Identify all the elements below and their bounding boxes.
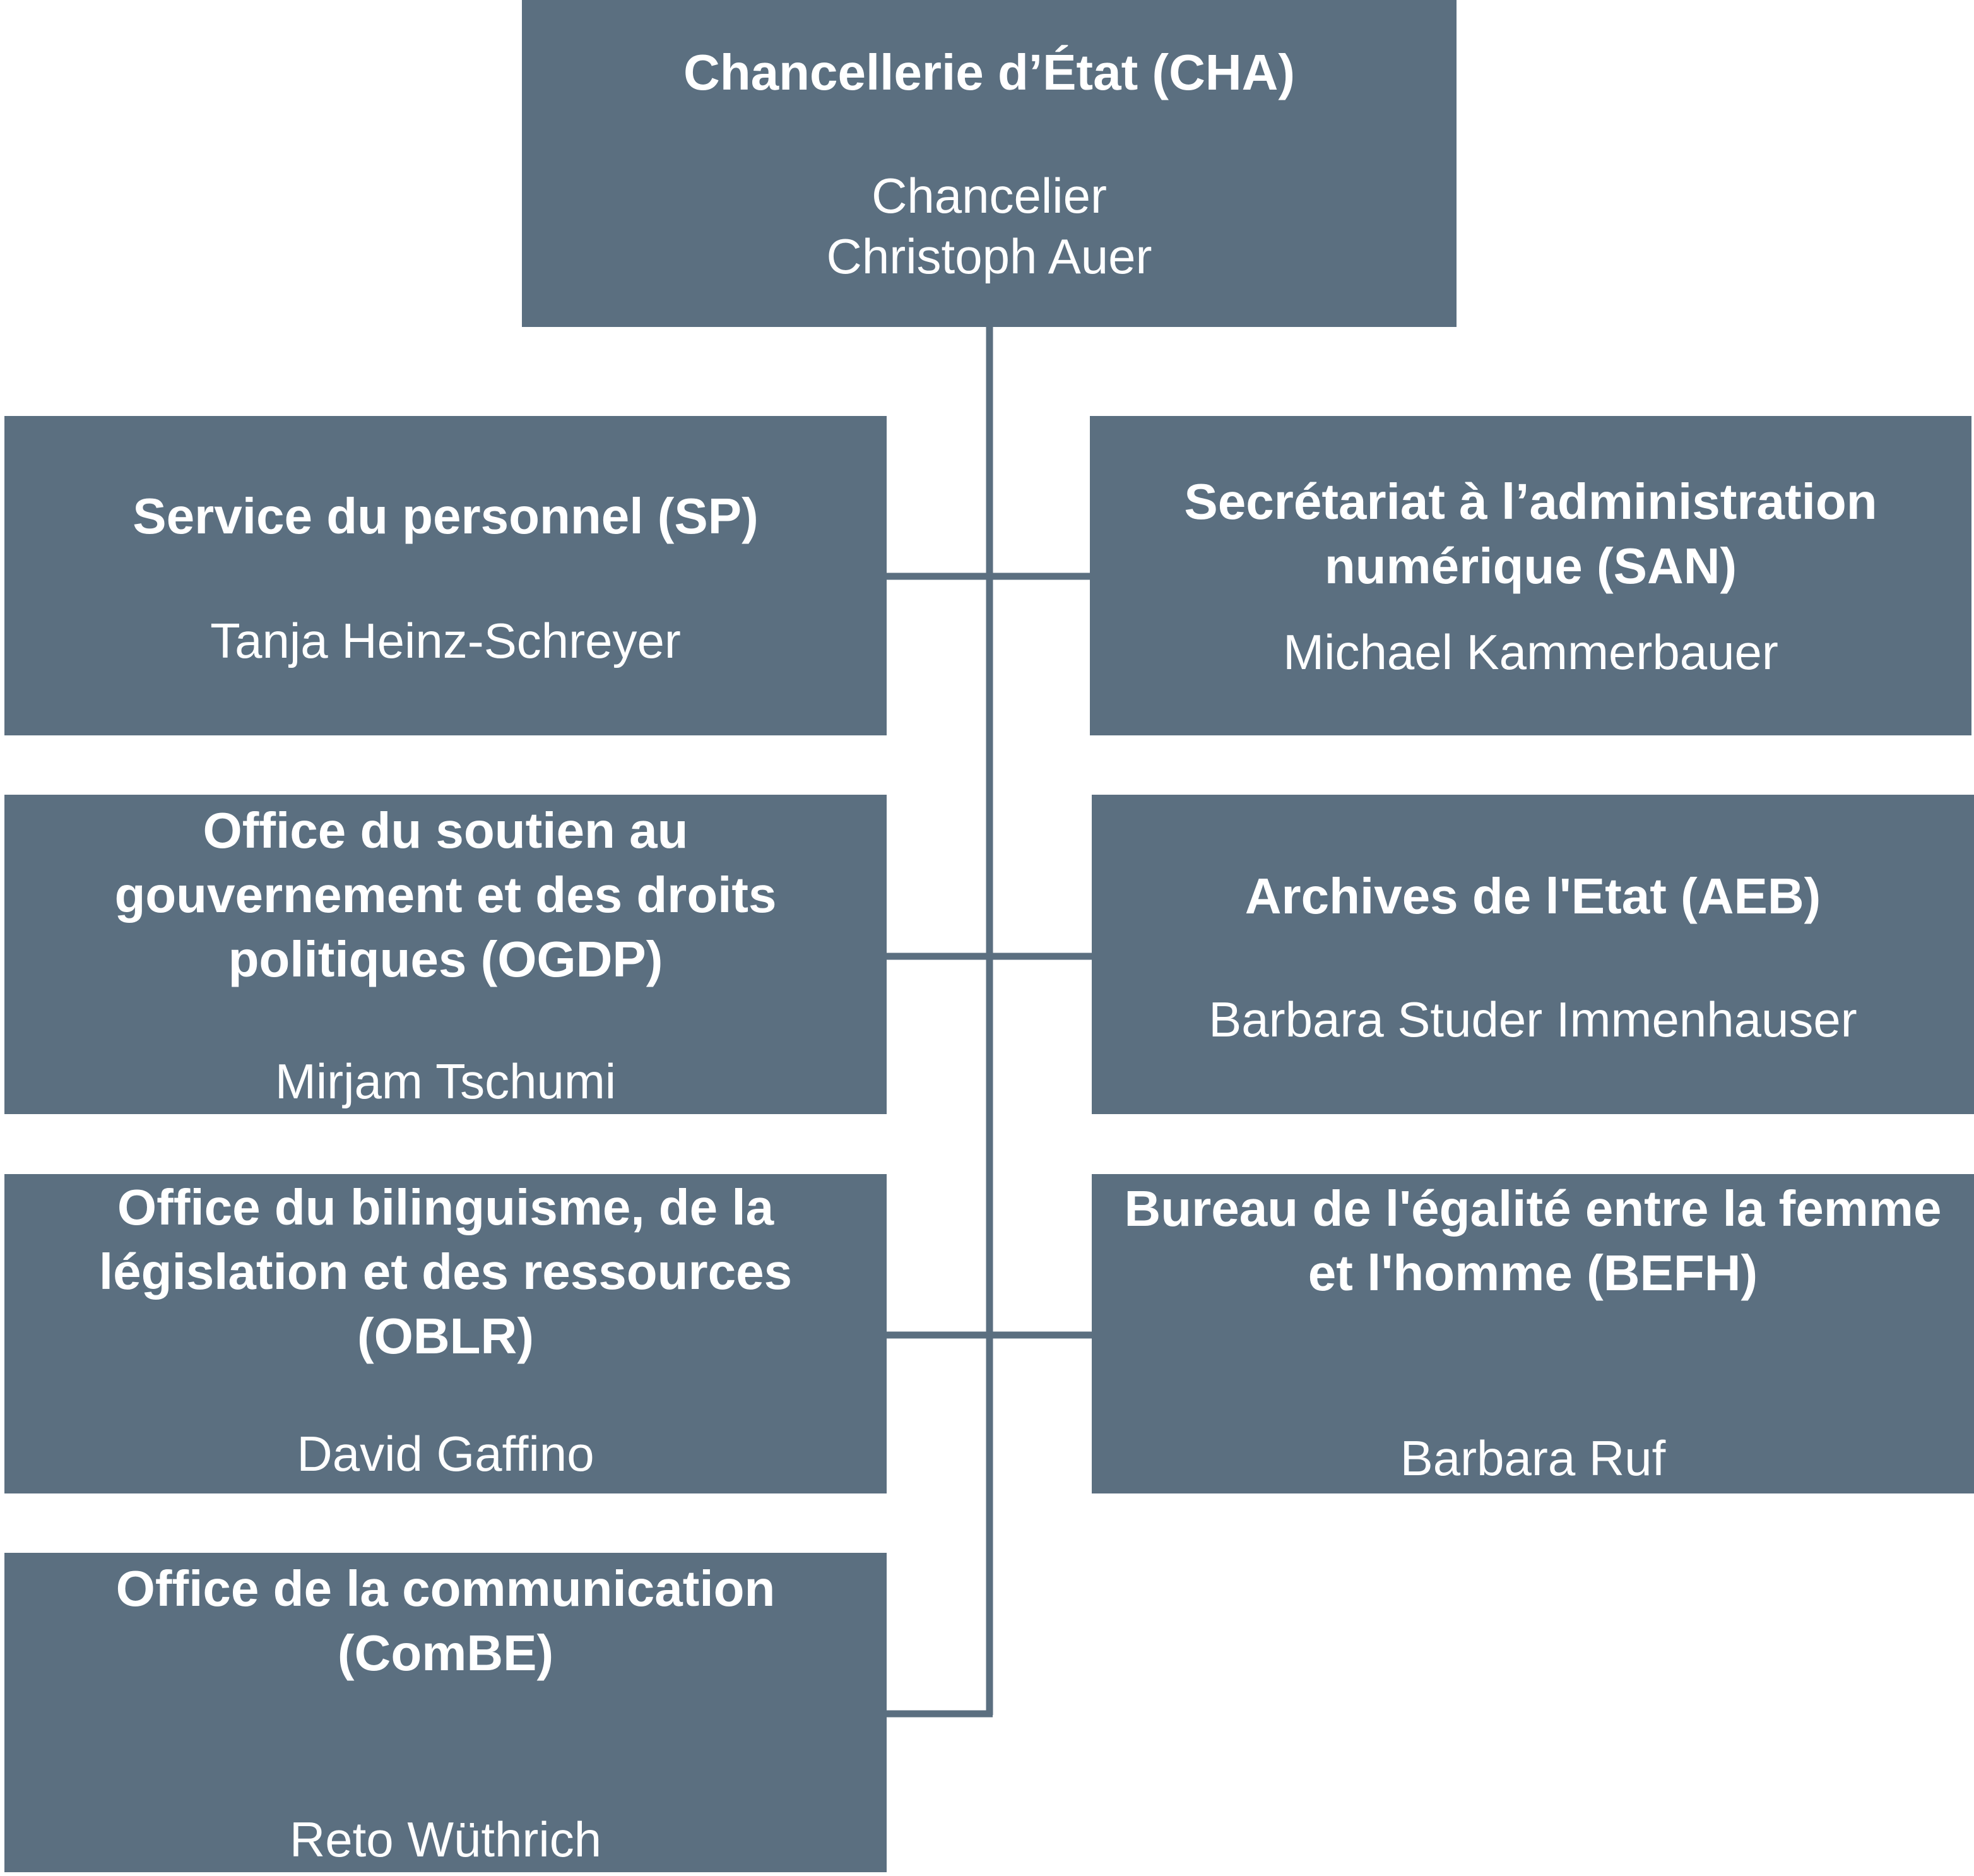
box-sp-title-line-1: Service du personnel (SP) xyxy=(133,488,759,544)
box-aeb-title-line-1: Archives de l'Etat (AEB) xyxy=(1244,868,1821,924)
box-oblr-person: David Gaffino xyxy=(297,1426,594,1481)
box-cha-person: Christoph Auer xyxy=(826,229,1152,284)
box-combe-title-line-2: (ComBE) xyxy=(337,1625,554,1681)
box-sp-person: Tanja Heinz-Schreyer xyxy=(210,613,681,668)
box-san: Secrétariat à l’administration numérique… xyxy=(1090,416,1971,735)
box-san-title-line-1: Secrétariat à l’administration xyxy=(1184,473,1877,530)
box-ogdp-title-line-1: Office du soutien au xyxy=(203,802,689,858)
box-san-person: Michael Kammerbauer xyxy=(1283,624,1778,680)
box-san-title-line-2: numérique (SAN) xyxy=(1324,538,1737,594)
box-aeb: Archives de l'Etat (AEB) Barbara Studer … xyxy=(1092,795,1974,1114)
box-ogdp-person: Mirjam Tschumi xyxy=(275,1054,617,1109)
box-aeb-person: Barbara Studer Immenhauser xyxy=(1209,992,1857,1047)
box-oblr-title-line-3: (OBLR) xyxy=(357,1308,534,1364)
box-cha-role: Chancelier xyxy=(872,168,1107,223)
box-oblr-title-line-2: législation et des ressources xyxy=(98,1244,793,1300)
box-oblr-title-line-1: Office du bilinguisme, de la xyxy=(117,1179,774,1235)
box-combe: Office de la communication (ComBE) Reto … xyxy=(4,1553,887,1872)
box-cha: Chancellerie d’État (CHA) Chancelier Chr… xyxy=(522,0,1457,327)
box-befh-title-line-2: et l'homme (BEFH) xyxy=(1308,1245,1758,1301)
box-sp: Service du personnel (SP) Tanja Heinz-Sc… xyxy=(4,416,887,735)
box-befh: Bureau de l'égalité entre la femme et l'… xyxy=(1092,1174,1974,1493)
box-combe-title-line-1: Office de la communication xyxy=(115,1560,776,1617)
box-ogdp-title-line-2: gouvernement et des droits xyxy=(114,867,777,923)
box-ogdp: Office du soutien au gouvernement et des… xyxy=(4,795,887,1114)
box-combe-person: Reto Wüthrich xyxy=(289,1812,602,1867)
box-befh-title-line-1: Bureau de l'égalité entre la femme xyxy=(1124,1180,1942,1237)
box-ogdp-title-line-3: politiques (OGDP) xyxy=(228,931,663,987)
box-cha-title: Chancellerie d’État (CHA) xyxy=(683,44,1296,100)
box-befh-person: Barbara Ruf xyxy=(1400,1430,1666,1486)
box-oblr: Office du bilinguisme, de la législation… xyxy=(4,1174,887,1493)
